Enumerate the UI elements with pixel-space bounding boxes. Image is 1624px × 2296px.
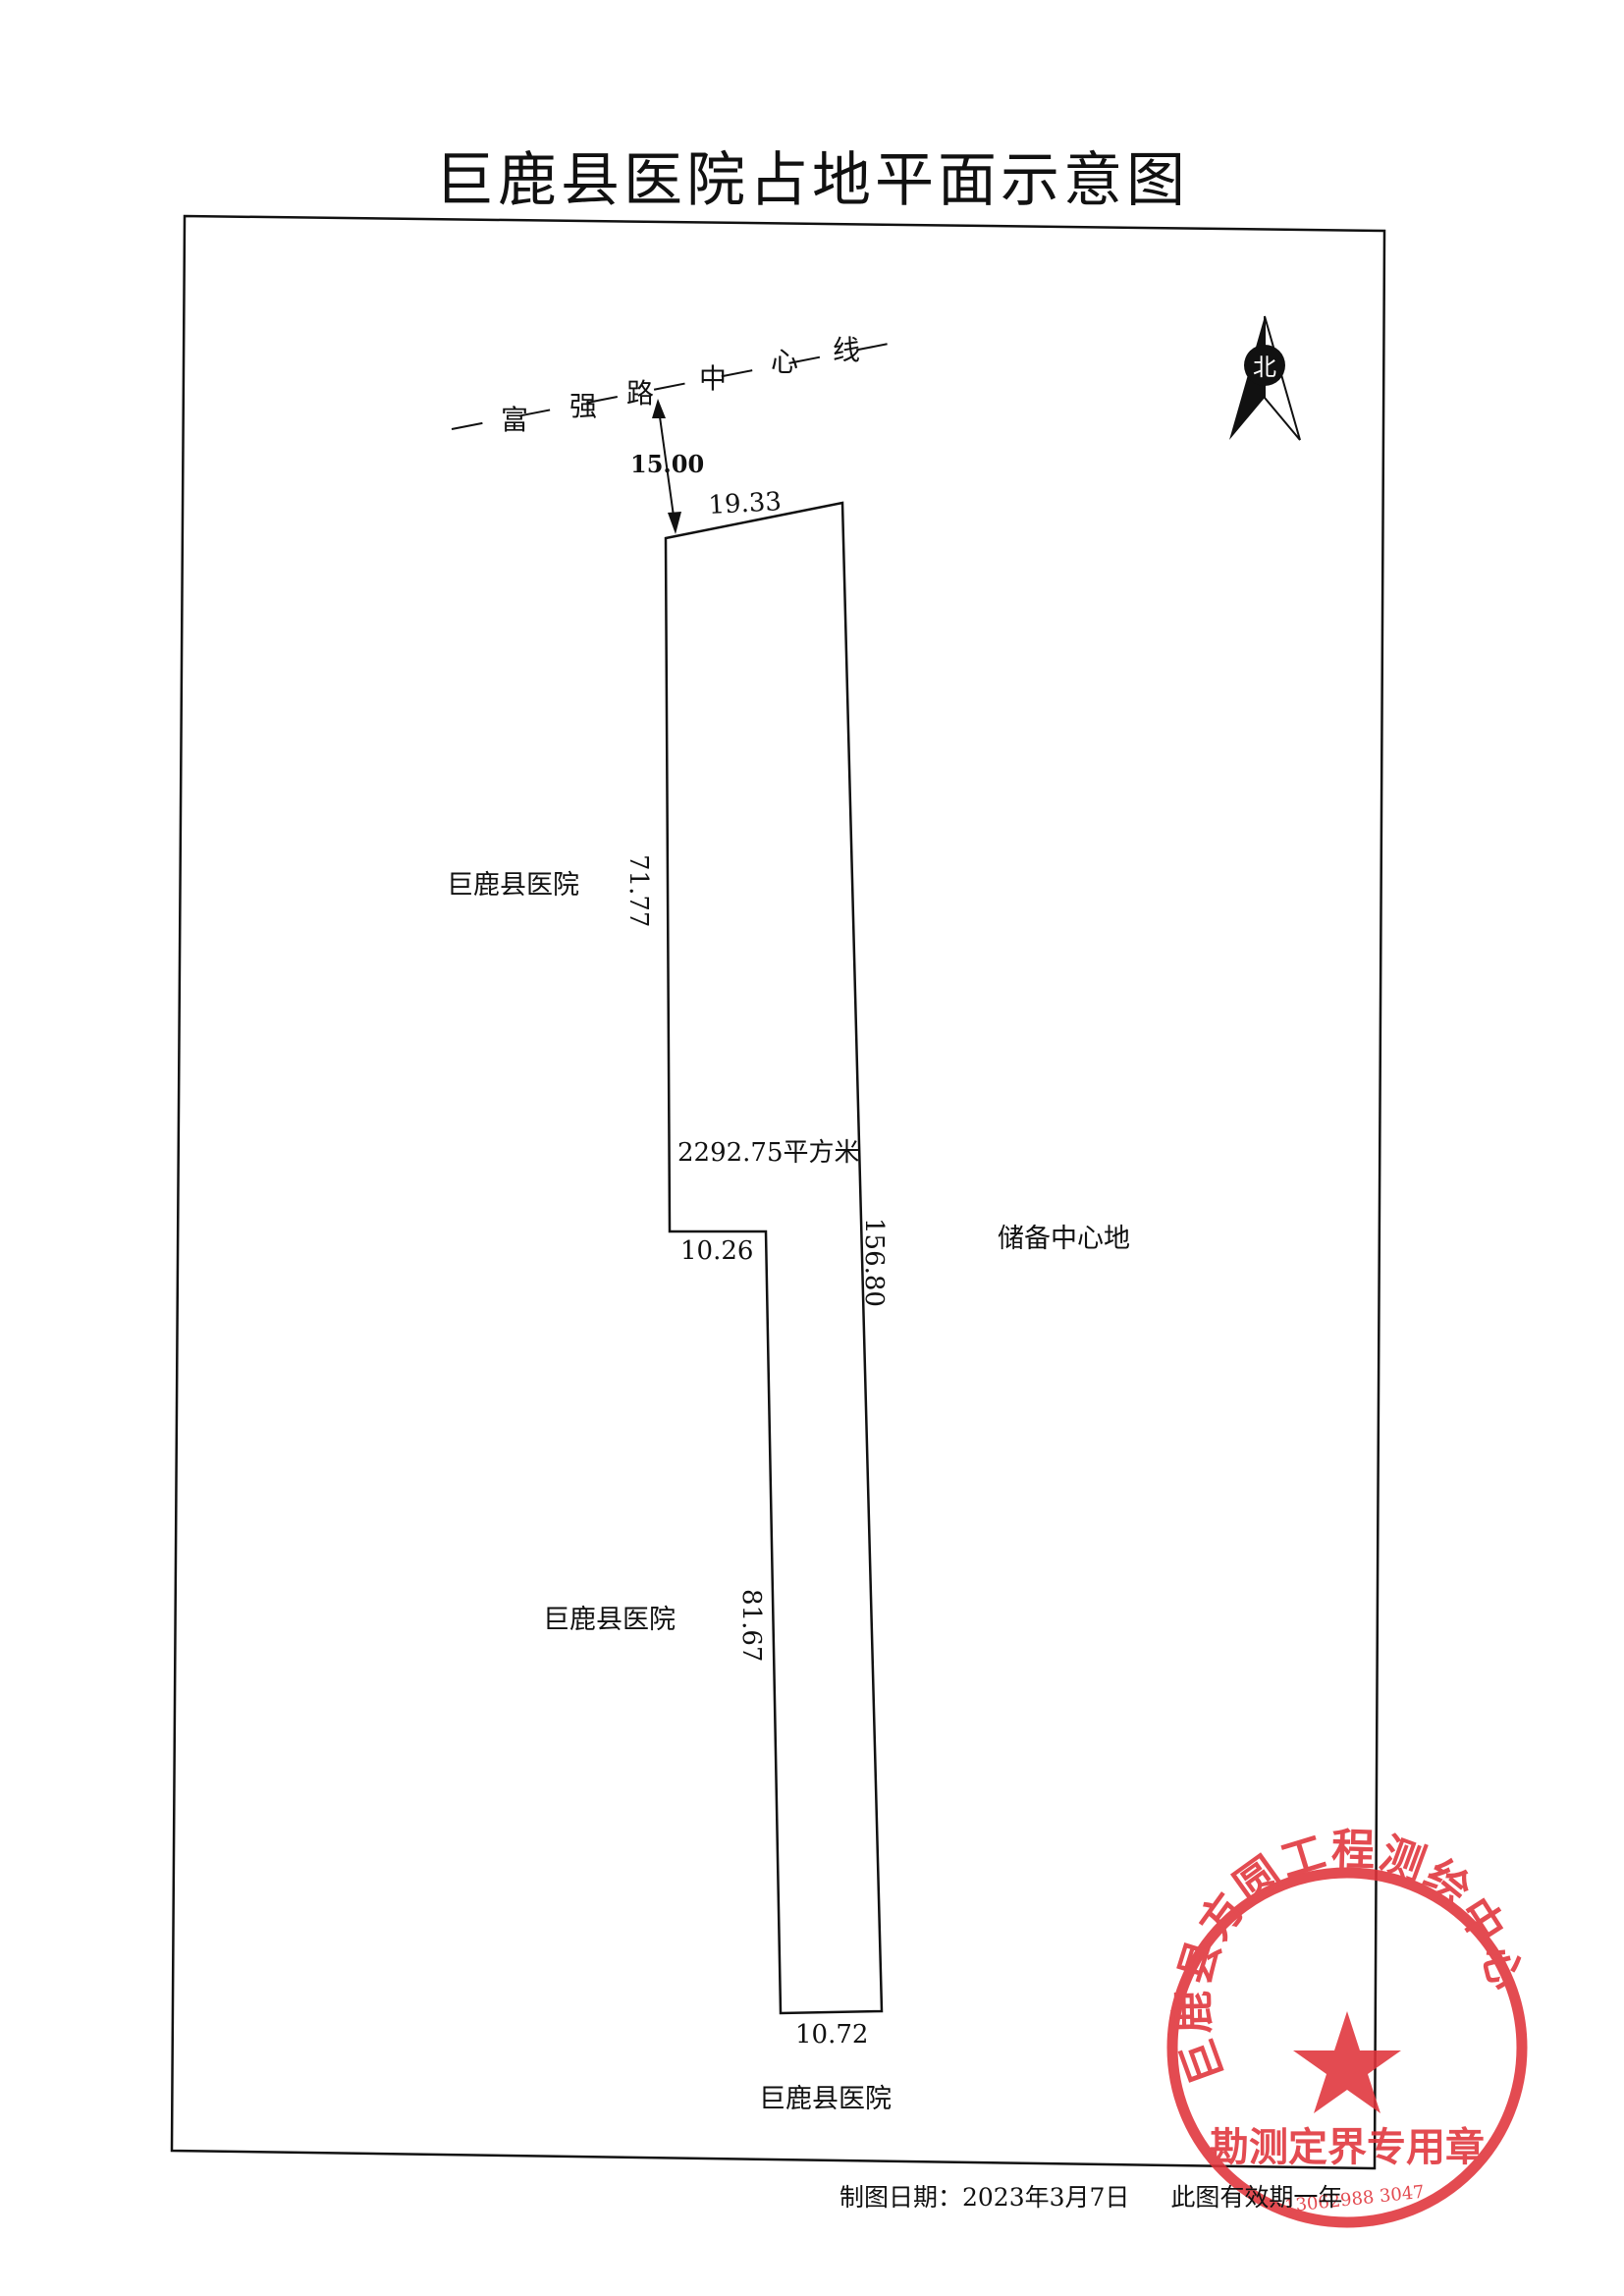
road-char-2: 强 <box>569 390 597 422</box>
parcel-area: 2292.75平方米 <box>677 1138 860 1168</box>
map-frame <box>170 214 1386 2170</box>
neighbor-west-lower: 巨鹿县医院 <box>543 1605 676 1635</box>
dimension-right: 156.80 <box>859 1218 889 1307</box>
road-char-5: 心 <box>771 346 798 378</box>
setback-dimension-line <box>657 402 677 531</box>
setback-arrow-head-icon <box>668 512 681 534</box>
neighbor-east: 储备中心地 <box>998 1224 1130 1254</box>
footer-validity: 此图有效期一年 <box>1170 2183 1343 2212</box>
north-arrow-icon: 北 <box>1229 315 1301 441</box>
neighbor-west-upper: 巨鹿县医院 <box>447 870 579 901</box>
footer-date: 制图日期：2023年3月7日 <box>839 2183 1130 2212</box>
north-label: 北 <box>1253 354 1276 381</box>
seal-star-icon <box>1293 2011 1401 2113</box>
page-title: 巨鹿县医院占地平面示意图 <box>435 146 1189 215</box>
road-char-3: 路 <box>626 377 654 410</box>
parcel-outline <box>664 501 884 2015</box>
dimension-left-lower: 81.67 <box>736 1589 766 1662</box>
seal-bottom-text: 勘测定界专用章 <box>1210 2124 1485 2170</box>
setback-arrow-tail-icon <box>652 399 666 418</box>
road-char-6: 线 <box>833 334 860 366</box>
road-char-4: 中 <box>699 362 727 395</box>
dimension-bottom: 10.72 <box>795 2020 868 2050</box>
dimension-notch: 10.26 <box>680 1236 753 1266</box>
road-centerline-label: 富 强 路 中 心 线 <box>501 334 860 436</box>
road-centerline <box>451 343 890 430</box>
road-char-1: 富 <box>501 404 528 436</box>
setback-value: 15.00 <box>630 450 704 478</box>
dimension-left-upper: 71.77 <box>623 854 653 927</box>
survey-seal-stamp: 巨鹿县方圆工程测绘中心 勘测定界专用章 13062988 3047 <box>1166 1825 1529 2228</box>
dimension-top: 19.33 <box>708 487 783 520</box>
neighbor-south: 巨鹿县医院 <box>759 2084 892 2114</box>
footer-note: 制图日期：2023年3月7日 此图有效期一年 <box>839 2178 1342 2214</box>
